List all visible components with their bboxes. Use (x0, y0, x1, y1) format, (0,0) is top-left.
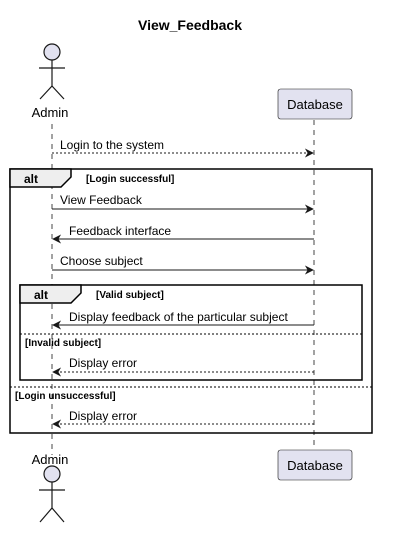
msg-display-error-inner-label: Display error (69, 356, 137, 370)
alt-fragment-inner-tab (19, 284, 82, 304)
alt-inner-guard-2: [Invalid subject] (25, 338, 101, 349)
database-label-top: Database (287, 97, 343, 112)
database-box-top (277, 88, 353, 120)
diagram-title: View_Feedback (138, 17, 242, 33)
msg-login-label: Login to the system (60, 138, 164, 152)
msg-display-error-outer-label: Display error (69, 409, 137, 423)
admin-label-bottom: Admin (32, 452, 69, 467)
admin-actor-bottom (39, 465, 65, 523)
alt-fragment-outer-tab (9, 168, 72, 188)
alt-fragment-inner (19, 284, 363, 381)
database-label-bottom: Database (287, 458, 343, 473)
alt-inner-guard-1: [Valid subject] (96, 290, 164, 301)
admin-label-top: Admin (32, 105, 69, 120)
msg-choose-subject-label: Choose subject (60, 254, 143, 268)
msg-display-feedback-label: Display feedback of the particular subje… (69, 310, 288, 324)
admin-actor-top (39, 43, 65, 100)
alt-outer-guard-2: [Login unsuccessful] (15, 391, 116, 402)
alt-fragment-outer (9, 168, 373, 434)
database-box-bottom (277, 449, 353, 481)
msg-view-feedback-label: View Feedback (60, 193, 143, 207)
alt-outer-keyword: alt (24, 172, 38, 186)
alt-outer-guard-1: [Login successful] (86, 174, 174, 185)
alt-inner-keyword: alt (34, 288, 48, 302)
msg-feedback-interface-label: Feedback interface (69, 224, 171, 238)
